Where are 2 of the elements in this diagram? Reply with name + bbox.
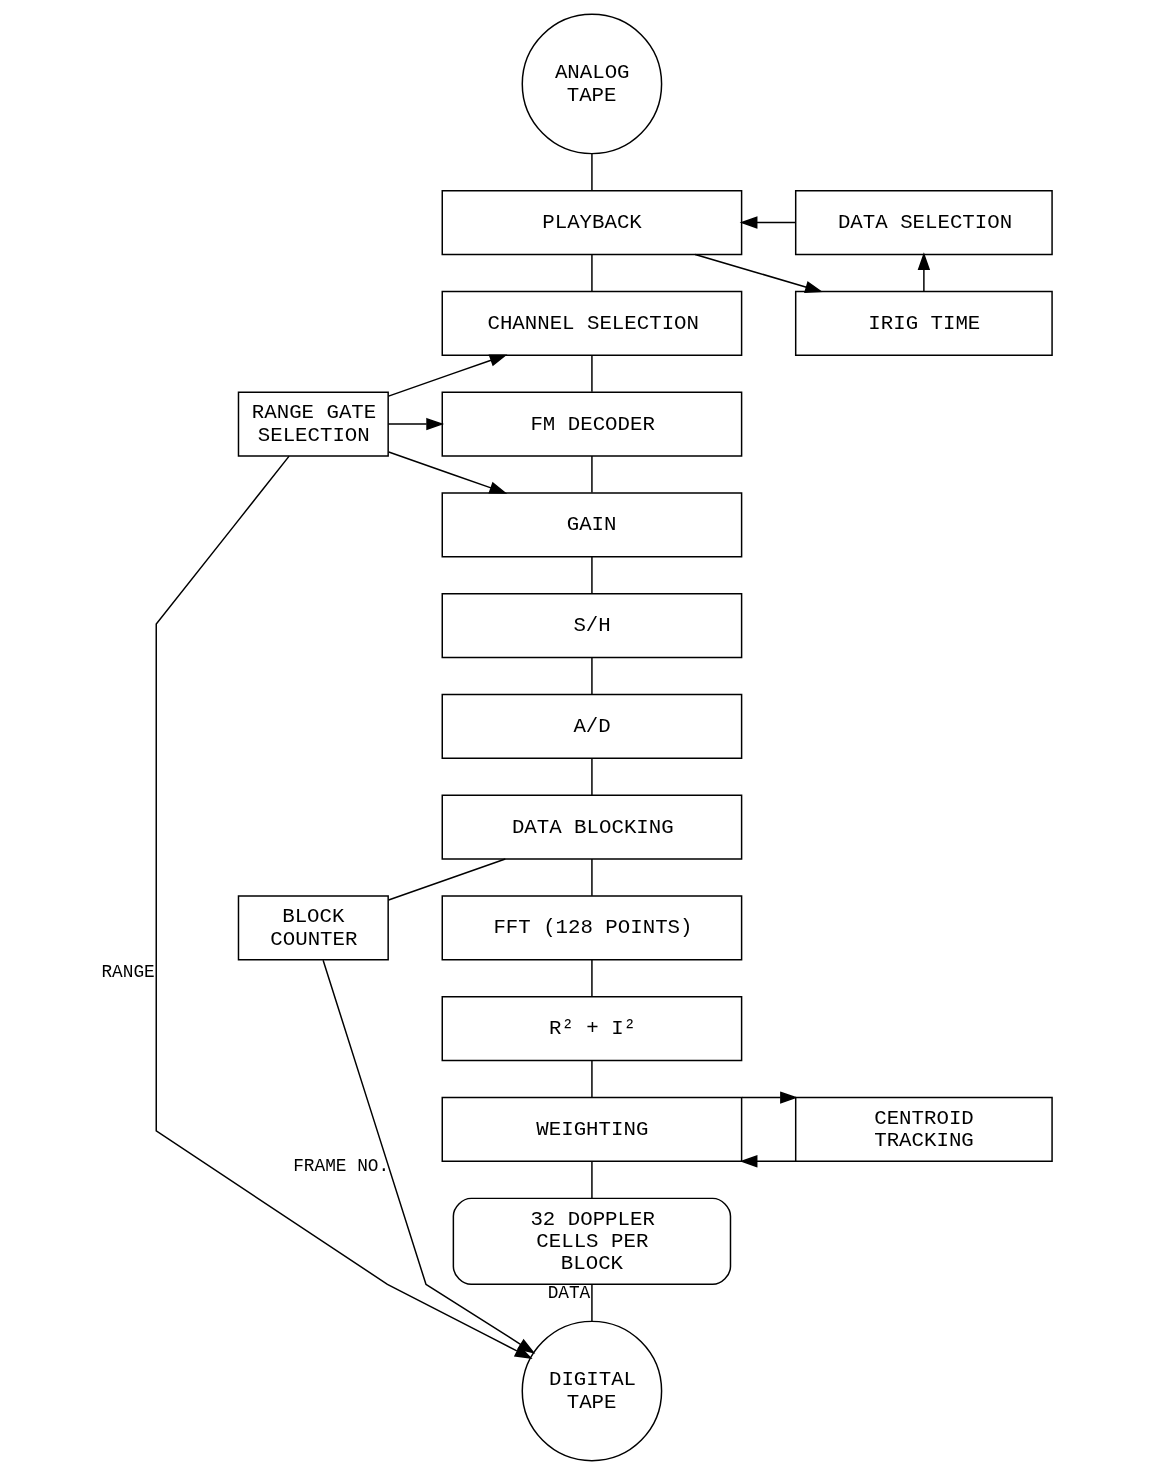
edge-label: FRAME NO. [292,1155,389,1176]
edge-label: RANGE [100,961,155,982]
